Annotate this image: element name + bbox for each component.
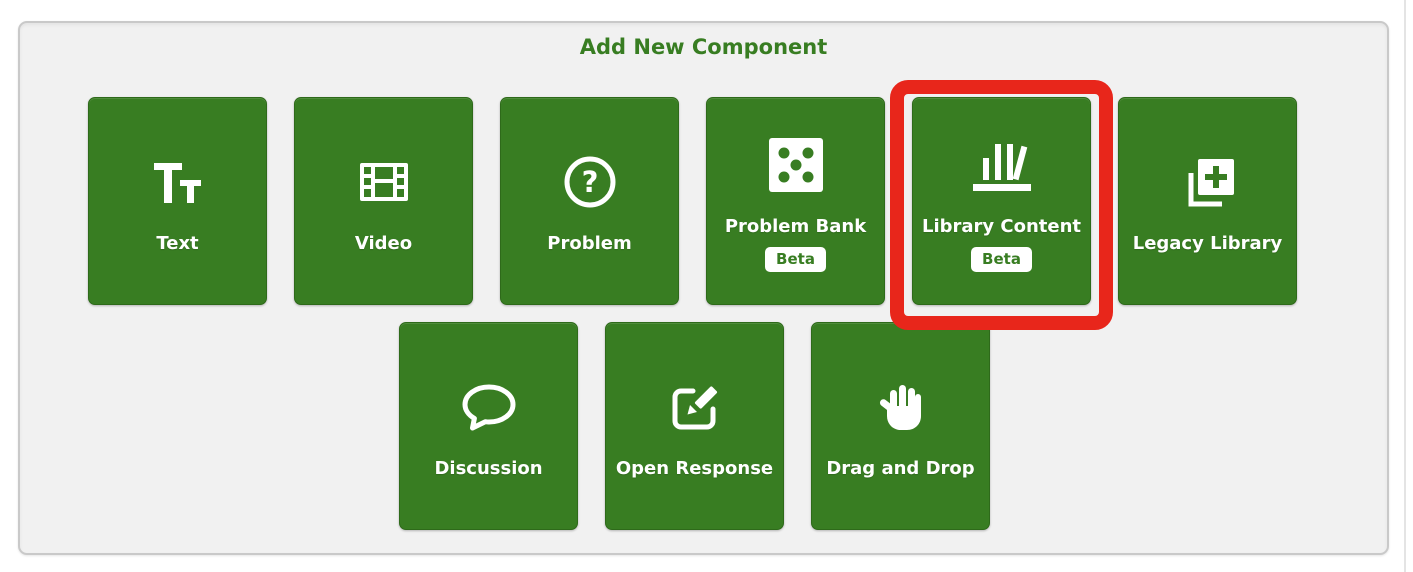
tile-label: Library Content (921, 215, 1082, 237)
tile-label: Legacy Library (1132, 232, 1283, 254)
open-response-icon (663, 373, 727, 441)
tile-label: Discussion (434, 457, 543, 479)
component-row-1: Text Video (88, 97, 1387, 305)
tile-label: Text (156, 232, 199, 254)
component-row-2: Discussion Open Response (399, 322, 1387, 530)
tile-library-content[interactable]: Library Content Beta (912, 97, 1091, 305)
beta-badge: Beta (971, 246, 1032, 272)
tile-legacy-library[interactable]: Legacy Library (1118, 97, 1297, 305)
discussion-icon (457, 373, 521, 441)
problem-icon: ? (558, 148, 622, 216)
tile-label: Open Response (615, 457, 774, 479)
problem-bank-icon (764, 131, 828, 199)
tile-label: Problem Bank (724, 215, 867, 237)
page-edge-divider (1404, 0, 1406, 572)
tile-label: Video (354, 232, 413, 254)
tile-label: Drag and Drop (826, 457, 975, 479)
panel-title: Add New Component (579, 35, 828, 59)
text-icon (146, 148, 210, 216)
tile-label: Problem (547, 232, 632, 254)
library-content-icon (966, 131, 1038, 199)
svg-text:?: ? (581, 165, 598, 199)
legacy-library-icon (1176, 148, 1240, 216)
tile-drag-and-drop[interactable]: Drag and Drop (811, 322, 990, 530)
tile-problem-bank[interactable]: Problem Bank Beta (706, 97, 885, 305)
tile-video[interactable]: Video (294, 97, 473, 305)
tile-discussion[interactable]: Discussion (399, 322, 578, 530)
tile-problem[interactable]: ? Problem (500, 97, 679, 305)
tile-text[interactable]: Text (88, 97, 267, 305)
add-component-panel: Add New Component Text (18, 21, 1389, 555)
video-icon (352, 148, 416, 216)
tile-open-response[interactable]: Open Response (605, 322, 784, 530)
drag-and-drop-icon (869, 373, 933, 441)
beta-badge: Beta (765, 246, 826, 272)
